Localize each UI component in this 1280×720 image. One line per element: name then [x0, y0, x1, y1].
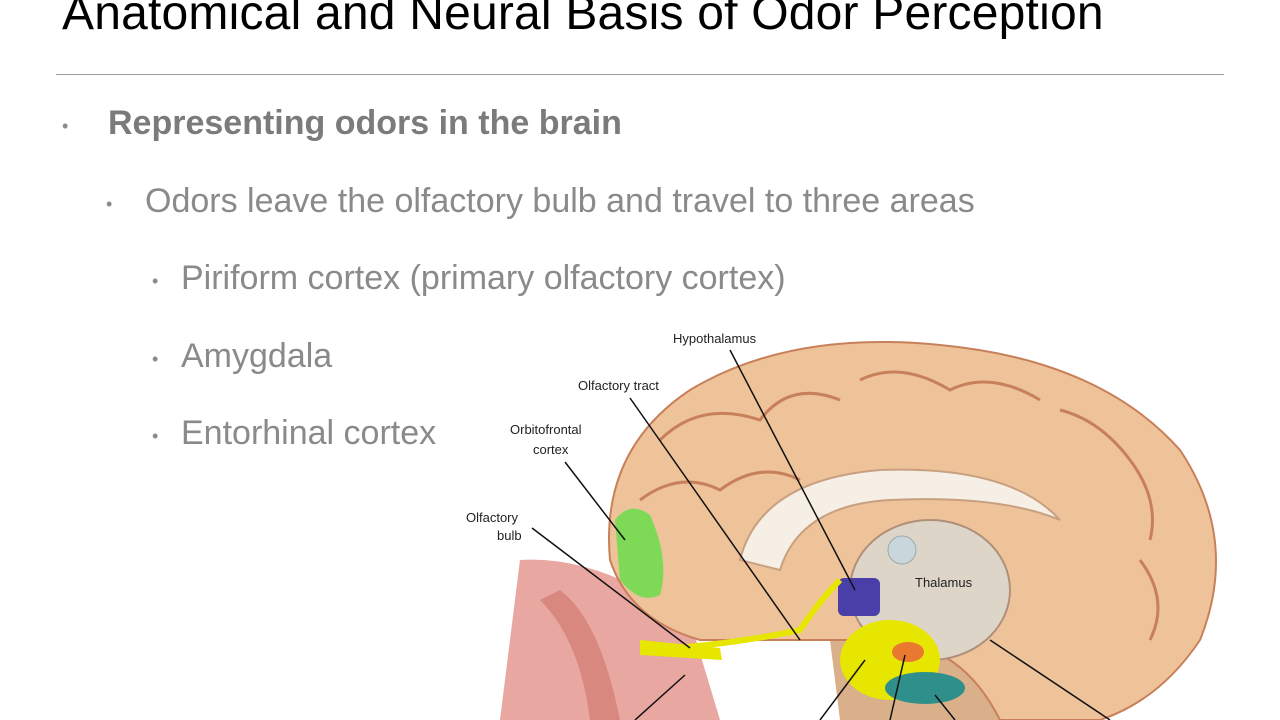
- bullet-level3-entorhinal: Entorhinal cortex: [181, 414, 437, 452]
- corpus-callosum: [738, 468, 1061, 572]
- entorhinal-cortex: [885, 672, 965, 704]
- olfactory-bulb: [640, 640, 722, 660]
- brain-illustration: Hypothalamus Olfactory tract Orbitofront…: [466, 331, 1217, 720]
- label-orbitofrontal-2: cortex: [533, 442, 569, 457]
- label-orbitofrontal-1: Orbitofrontal: [510, 422, 582, 437]
- bullet-dot-3: •: [152, 271, 159, 291]
- bullet-level3-amygdala: Amygdala: [181, 337, 333, 375]
- bullet-dot-1: •: [62, 116, 69, 136]
- hypothalamus: [838, 578, 880, 616]
- nasal-septum: [540, 590, 620, 720]
- amygdala: [892, 642, 924, 662]
- orbitofrontal-cortex: [615, 508, 664, 598]
- label-hypothalamus: Hypothalamus: [673, 331, 757, 346]
- title-divider: [56, 74, 1224, 75]
- bullet-level2: Odors leave the olfactory bulb and trave…: [145, 182, 975, 220]
- bullet-dot-4: •: [152, 349, 159, 369]
- bullet-dot-2: •: [106, 194, 113, 214]
- gyri: [639, 370, 1160, 641]
- bullet-level3-piriform: Piriform cortex (primary olfactory corte…: [181, 259, 786, 297]
- label-olfactory-bulb-1: Olfactory: [466, 510, 519, 525]
- leader-lines: [531, 349, 1111, 720]
- thalamus-nucleus: [887, 535, 917, 565]
- slide-title: Anatomical and Neural Basis of Odor Perc…: [62, 0, 1104, 40]
- bullet-dot-5: •: [152, 426, 159, 446]
- label-olfactory-tract: Olfactory tract: [578, 378, 659, 393]
- label-thalamus: Thalamus: [915, 575, 973, 590]
- label-olfactory-bulb-2: bulb: [497, 528, 522, 543]
- bullet-level1: Representing odors in the brain: [108, 104, 622, 142]
